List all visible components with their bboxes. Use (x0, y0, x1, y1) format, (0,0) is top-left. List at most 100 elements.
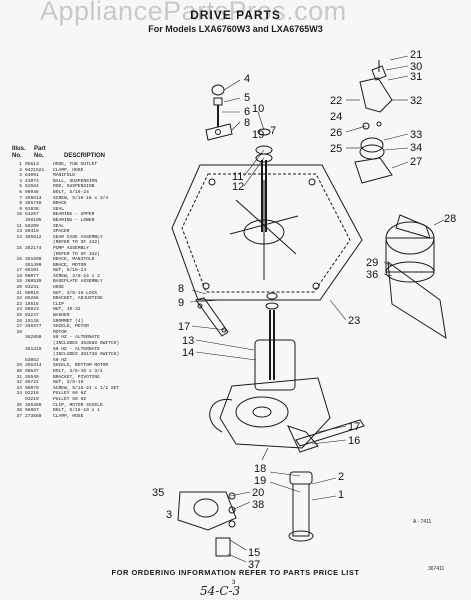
illus-number: 11 (16, 223, 22, 229)
part-description: SCREW, 5/16-24 x 1/2 SET (53, 385, 120, 391)
part-description: WASHER (53, 313, 70, 319)
callout-19-top: 19 (252, 129, 264, 141)
illus-number: 30 (16, 368, 22, 374)
part-description: BOLT, 5/16-18 x 1 (53, 408, 100, 414)
callout-15: 15 (248, 547, 260, 559)
callout-32: 32 (410, 95, 422, 107)
motor-brace-drawing (295, 419, 365, 447)
part-description: BEARING - LOWER (53, 217, 95, 223)
part-number: 90079 (25, 385, 39, 391)
illus-number: 24 (16, 307, 22, 313)
part-number: 98048 (25, 189, 39, 195)
part-description: ROD, SUSPENSION (53, 184, 95, 190)
header-part: Part (34, 146, 46, 152)
part-description: GEAR CASE ASSEMBLY (53, 234, 103, 240)
part-number: 356388 (25, 402, 42, 408)
part-number: 356195 (25, 217, 42, 223)
callout-3: 3 (166, 509, 172, 521)
part-description: CLAMP, HOSE (53, 413, 84, 419)
callout-9: 9 (178, 297, 184, 309)
part-description: NUT, 10-32 (53, 307, 81, 313)
part-number: 382174 (25, 245, 42, 251)
part-number: 356377 (25, 324, 42, 330)
illus-number: 27 (16, 324, 22, 330)
part-description: SEAL (53, 206, 65, 212)
header-illus: Illus. (12, 146, 26, 152)
illus-number: 32 (16, 380, 22, 386)
part-description: BRACE, MOTOR (53, 262, 87, 268)
part-number: 83053 (25, 357, 39, 363)
table-row: 356195 BEARING - LOWER (12, 218, 177, 224)
part-description: BOLT, 5/16-24 (53, 189, 89, 195)
gear-case-drawing (209, 292, 331, 453)
part-description: MOTOR (53, 329, 67, 335)
part-number: 98023 (25, 307, 39, 313)
part-description: (INCLUDES 361738 SWITCH) (53, 352, 120, 358)
callout-27: 27 (410, 156, 422, 168)
callout-19: 19 (254, 475, 266, 487)
table-row: 351499 BRACE, MOTOR (12, 263, 177, 269)
callout-5: 5 (244, 92, 250, 104)
part-description: 60 HZ - ALTERNATE (53, 346, 100, 352)
part-number: 18515 (25, 301, 39, 307)
callout-20: 20 (252, 487, 264, 499)
callout-11-top: 11 (232, 171, 243, 183)
suspension-assembly-drawing (205, 84, 233, 141)
callout-6: 6 (244, 106, 250, 118)
part-number: 351499 (25, 262, 42, 268)
ordering-footer: FOR ORDERING INFORMATION REFER TO PARTS … (111, 568, 360, 577)
part-description: SPACER (53, 229, 70, 235)
callout-24: 24 (330, 111, 342, 123)
callout-30: 30 (410, 61, 422, 73)
illus-number: 9 (19, 206, 22, 212)
part-number: 360535 (25, 279, 42, 285)
illus-number: 15 (16, 245, 22, 251)
part-description: NUT, 3/8-16 (53, 380, 84, 386)
motor-drawing (385, 214, 447, 340)
part-description: BRACE, MANIFOLD (53, 257, 95, 263)
part-description: BEARING - UPPER (53, 212, 95, 218)
figure-id: A - 7411 (413, 519, 432, 525)
callout-8: 8 (244, 117, 250, 129)
part-number: 93219 (25, 396, 39, 402)
part-description: PULLEY 60 HZ (53, 391, 87, 397)
part-number: 356314 (25, 363, 42, 369)
part-number: 92216 (25, 391, 39, 397)
part-description: CLIP (53, 301, 65, 307)
part-description: NUT, 5/16-24 (53, 268, 87, 274)
illus-number: 35 (16, 402, 22, 408)
parts-table-header: Illus.Part No.No.DESCRIPTION (12, 146, 105, 160)
part-number: 58209 (25, 223, 39, 229)
part-number: 90077 (25, 273, 39, 279)
callout-25: 25 (330, 143, 342, 155)
page-number: 3 (232, 580, 236, 586)
callout-13: 13 (182, 335, 194, 347)
part-number: 96019 (25, 290, 39, 296)
callout-33: 33 (410, 129, 422, 141)
part-description: BASEPLATE ASSEMBLY (53, 279, 103, 285)
callout-1: 1 (338, 489, 344, 501)
part-description: (INCLUDES 363588 SWITCH) (53, 341, 120, 346)
illus-number: 37 (16, 413, 22, 419)
part-number: 362856 (25, 335, 42, 341)
part-number: 92237 (25, 313, 39, 319)
table-row: (REFER TO SF 342) (12, 252, 177, 258)
